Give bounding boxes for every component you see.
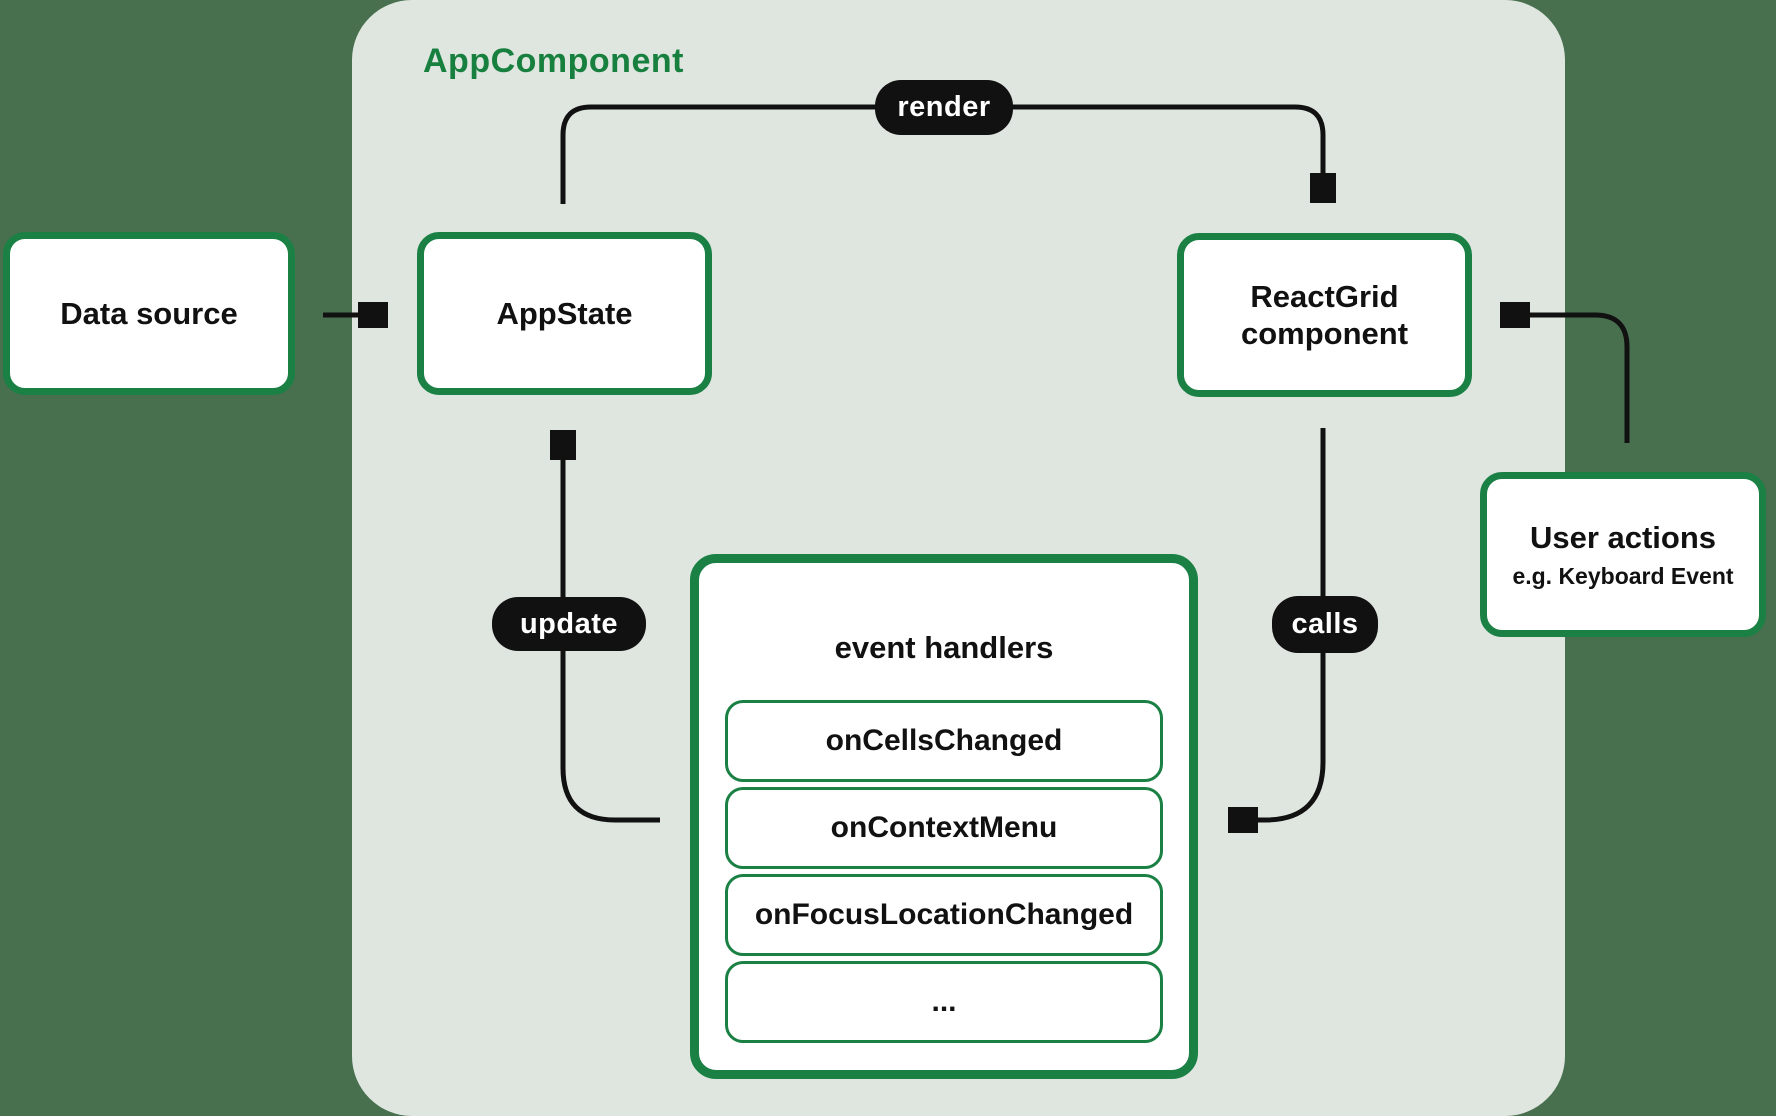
user-actions-subtitle: e.g. Keyboard Event — [1512, 562, 1734, 589]
app-component-label: AppComponent — [423, 42, 684, 80]
react-grid-label: ReactGrid component — [1240, 278, 1409, 351]
handler-item-oncontextmenu: onContextMenu — [725, 787, 1163, 870]
render-label-pill: render — [875, 80, 1013, 135]
user-actions-box: User actions e.g. Keyboard Event — [1480, 472, 1766, 637]
data-source-box: Data source — [3, 232, 295, 395]
handler-item-oncellschanged: onCellsChanged — [725, 700, 1163, 783]
update-label-pill: update — [492, 597, 646, 651]
calls-label-pill: calls — [1272, 596, 1378, 653]
event-handlers-title: event handlers — [834, 630, 1054, 665]
event-handlers-box: event handlers onCellsChanged onContextM… — [690, 554, 1198, 1079]
data-source-label: Data source — [60, 295, 238, 331]
app-state-label: AppState — [496, 295, 633, 331]
event-handlers-list: onCellsChanged onContextMenu onFocusLoca… — [725, 700, 1163, 1044]
app-state-box: AppState — [417, 232, 712, 395]
handler-item-ellipsis: ... — [725, 961, 1163, 1044]
user-actions-title: User actions — [1529, 519, 1717, 555]
handler-item-onfocuslocationchanged: onFocusLocationChanged — [725, 874, 1163, 957]
react-grid-box: ReactGrid component — [1177, 233, 1472, 397]
